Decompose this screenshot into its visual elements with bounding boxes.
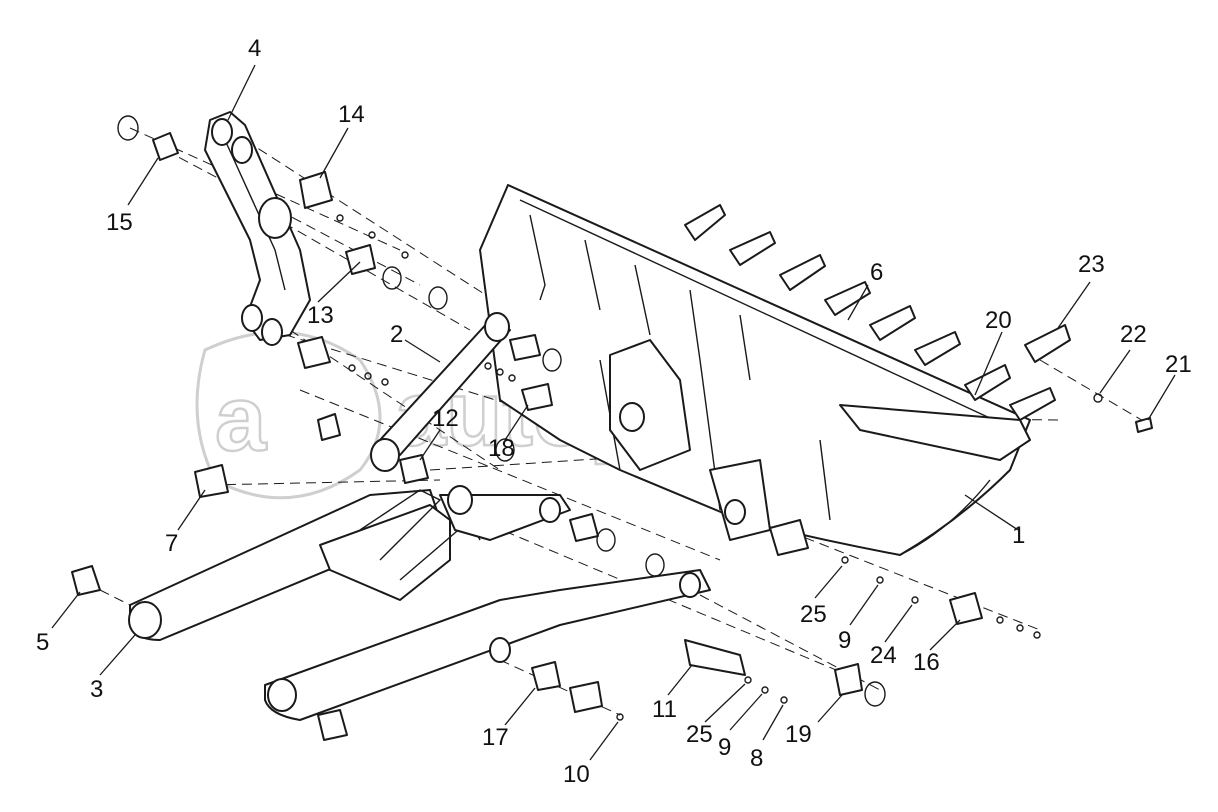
callout-14: 14 <box>338 101 365 128</box>
link-plate <box>204 111 311 346</box>
callout-19: 19 <box>785 721 812 748</box>
callout-25b: 25 <box>686 721 713 748</box>
callout-9b: 9 <box>718 734 731 761</box>
callout-11: 11 <box>652 696 677 723</box>
bucket-teeth <box>684 204 1071 421</box>
callout-5: 5 <box>36 629 49 656</box>
callout-6: 6 <box>870 259 883 286</box>
callout-1: 1 <box>1012 522 1025 549</box>
callout-24: 24 <box>870 642 897 669</box>
watermark-logo-letter: a <box>215 368 267 470</box>
callout-20: 20 <box>985 307 1012 334</box>
callout-10: 10 <box>563 761 590 788</box>
callout-12: 12 <box>432 405 459 432</box>
callouts: 1 2 3 4 5 6 7 8 9 9 10 11 12 13 14 15 16… <box>36 35 1192 788</box>
callout-18: 18 <box>488 435 515 462</box>
watermark-logo-icon <box>195 330 382 500</box>
callout-4: 4 <box>248 35 261 62</box>
callout-25a: 25 <box>800 601 827 628</box>
callout-7: 7 <box>165 530 178 557</box>
callout-17: 17 <box>482 724 509 751</box>
callout-8: 8 <box>750 745 763 772</box>
hardware <box>71 115 1153 741</box>
callout-3: 3 <box>90 676 103 703</box>
leader-lines <box>51 64 1176 761</box>
callout-2: 2 <box>390 321 403 348</box>
bucket <box>479 184 1031 556</box>
callout-9a: 9 <box>838 627 851 654</box>
callout-13: 13 <box>307 302 334 329</box>
callout-21: 21 <box>1165 351 1192 378</box>
callout-15: 15 <box>106 209 133 236</box>
callout-16: 16 <box>913 649 940 676</box>
connecting-rod <box>370 312 511 472</box>
callout-23: 23 <box>1078 251 1105 278</box>
callout-22: 22 <box>1120 321 1147 348</box>
boom-arms <box>128 485 711 721</box>
